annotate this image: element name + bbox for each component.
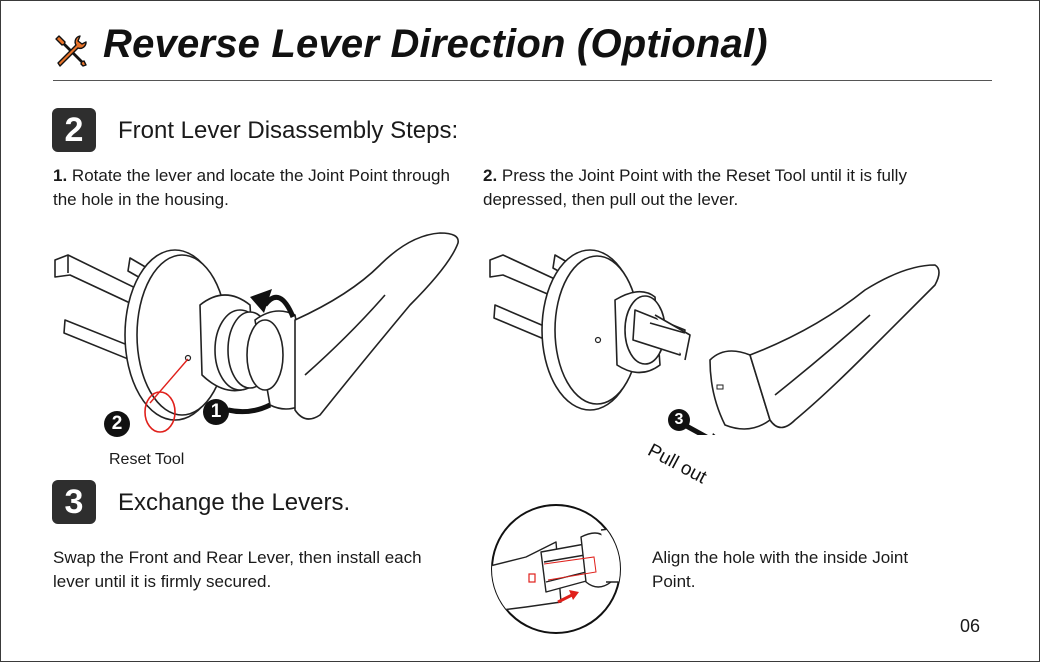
instruction-1: 1. Rotate the lever and locate the Joint… [53, 164, 463, 212]
step-2-badge: 2 [52, 108, 96, 152]
instruction-2-number: 2. [483, 166, 498, 185]
callout-3: 3 [668, 409, 690, 431]
page-title: Reverse Lever Direction (Optional) [103, 22, 768, 66]
step-3-instruction: Swap the Front and Rear Lever, then inst… [53, 548, 422, 591]
alignment-note: Align the hole with the inside Joint Poi… [652, 548, 909, 591]
instruction-2: 2. Press the Joint Point with the Reset … [483, 164, 993, 212]
joint-alignment-detail [491, 504, 621, 634]
step-3-badge: 3 [52, 480, 96, 524]
step-3-heading: Exchange the Levers. [118, 489, 351, 516]
lever-rotate-illustration [54, 232, 459, 433]
title-divider [53, 80, 992, 81]
instruction-1-number: 1. [53, 166, 68, 185]
instruction-2-text: Press the Joint Point with the Reset Too… [483, 166, 907, 209]
reset-tool-label: Reset Tool [109, 451, 185, 468]
callout-2: 2 [104, 411, 130, 437]
lever-pull-out-illustration [489, 249, 940, 435]
page-number: 06 [960, 616, 981, 636]
callout-1: 1 [203, 399, 229, 425]
step-2-heading: Front Lever Disassembly Steps: [118, 117, 459, 144]
tools-icon [55, 35, 87, 67]
instruction-1-text: Rotate the lever and locate the Joint Po… [53, 166, 450, 209]
